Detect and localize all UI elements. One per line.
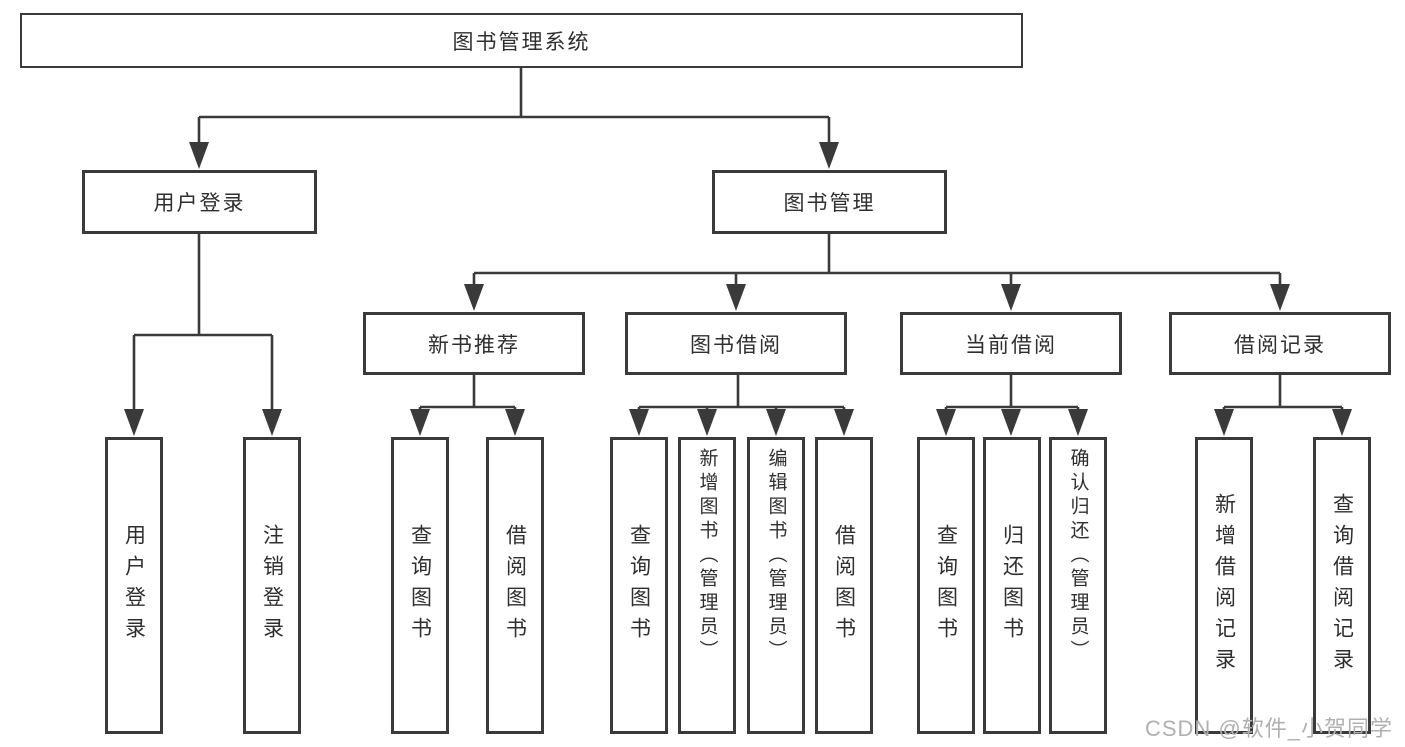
connector-user-login-branch [132, 234, 274, 413]
leaf-add-book-admin: 新增图书（管理员） [678, 437, 736, 734]
node-book-management: 图书管理 [712, 170, 947, 234]
leaf-logout-login: 注销登录 [243, 437, 301, 734]
leaf-borrow-books: 借阅图书 [815, 437, 873, 734]
leaf-return-book: 归还图书 [983, 437, 1041, 734]
connector-book-mgmt-branch [472, 234, 1282, 288]
leaf-query-books-borrow: 查询图书 [610, 437, 668, 734]
node-borrow-records: 借阅记录 [1169, 312, 1391, 375]
leaf-borrow-books-recommend: 借阅图书 [486, 437, 544, 734]
node-book-borrow: 图书借阅 [625, 312, 847, 375]
connector-root-to-branches [197, 68, 831, 146]
leaf-confirm-return-admin: 确认归还（管理员） [1049, 437, 1107, 734]
csdn-watermark: CSDN @软件_小贺同学 [1144, 716, 1393, 741]
connector-current-branch [944, 375, 1080, 413]
node-root-library-system: 图书管理系统 [20, 13, 1023, 68]
node-user-login: 用户登录 [82, 170, 317, 234]
leaf-edit-book-admin: 编辑图书（管理员） [747, 437, 805, 734]
leaf-query-books-recommend: 查询图书 [391, 437, 449, 734]
leaf-user-login: 用户登录 [105, 437, 163, 734]
node-new-book-recommend: 新书推荐 [363, 312, 585, 375]
leaf-query-borrow-record: 查询借阅记录 [1313, 437, 1371, 734]
node-current-borrow: 当前借阅 [900, 312, 1122, 375]
connector-records-branch [1222, 375, 1344, 413]
connector-recommend-branch [418, 375, 517, 413]
connector-borrow-branch [637, 375, 846, 413]
leaf-query-books-current: 查询图书 [917, 437, 975, 734]
leaf-add-borrow-record: 新增借阅记录 [1195, 437, 1253, 734]
arrowheads [124, 142, 1352, 436]
